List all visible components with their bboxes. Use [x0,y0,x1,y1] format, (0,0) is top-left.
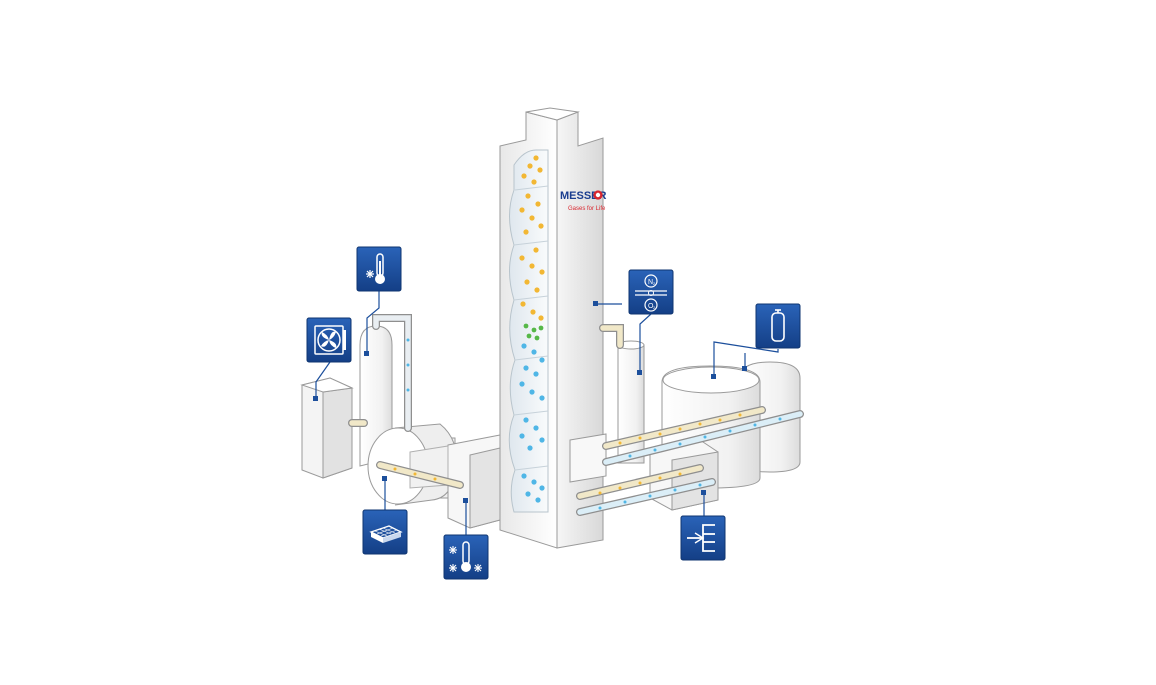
nitrogen-molecules [519,155,545,321]
n2-subscript: 2 [653,281,656,286]
argon-molecules [523,323,544,341]
storage-tank-icon[interactable] [755,303,801,349]
leader-line-anchors [313,301,747,503]
compressor-fan-icon[interactable] [306,317,352,363]
pipe-flow-dots [393,338,782,510]
cryogenic-thermometer-icon[interactable] [443,534,489,580]
o2-symbol: O [648,303,654,310]
adsorber-filter-icon[interactable] [362,509,408,555]
cooling-thermometer-icon[interactable] [356,246,402,292]
air-separation-n2-o2-icon[interactable]: N 2 O 2 [628,269,674,315]
messer-logo: MESSER Gases for Life [560,190,607,212]
o2-subscript: 2 [653,305,656,310]
heat-exchanger-icon[interactable] [680,515,726,561]
leader-lines [315,291,779,536]
oxygen-molecules [519,343,545,503]
n2-symbol: N [648,279,653,286]
separation-tower: MESSER Gases for Life [499,107,607,549]
compressor-unit [300,377,354,479]
brand-tagline: Gases for Life [568,206,606,212]
